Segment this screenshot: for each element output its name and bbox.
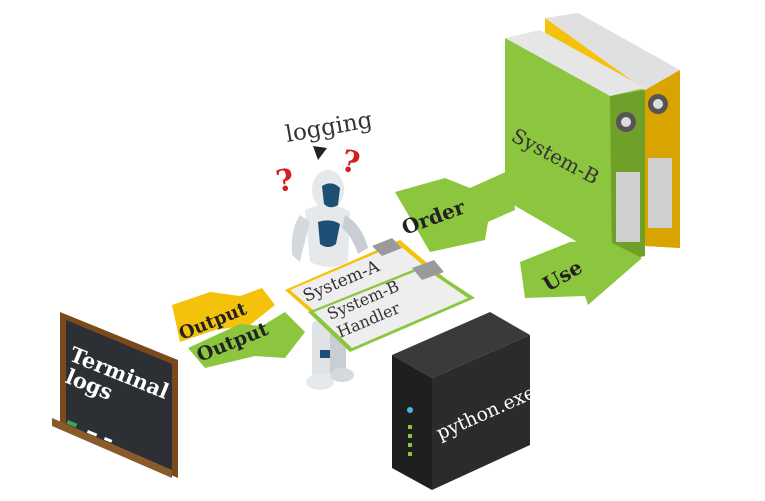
robot-chest xyxy=(318,220,340,247)
yellow-binder-top xyxy=(545,13,680,90)
question-mark-right: ? xyxy=(338,144,362,182)
use-arrow: Use xyxy=(520,236,642,305)
chalk-piece xyxy=(103,436,113,443)
order-arrow: Order xyxy=(395,170,515,252)
robot-arm-left xyxy=(291,215,310,262)
eraser xyxy=(66,420,78,428)
use-arrow-shape xyxy=(520,236,642,305)
output-arrow-front-shape xyxy=(188,312,305,368)
output-arrows: Output Output xyxy=(172,288,305,368)
question-mark-left: ? xyxy=(273,162,296,200)
green-binder-label xyxy=(616,172,640,242)
robot-foot-right xyxy=(330,368,354,382)
power-led-icon xyxy=(407,407,413,413)
server-side xyxy=(432,335,530,490)
blackboard-ledge xyxy=(52,418,172,478)
robot-face xyxy=(322,183,340,208)
blackboard: Terminal logs xyxy=(52,312,178,478)
logging-caption: logging xyxy=(284,107,375,148)
output-arrow-back-shape xyxy=(172,288,275,342)
clipboard-a-clip xyxy=(372,238,402,256)
order-arrow-shape xyxy=(395,170,515,252)
server-tower: python.exe xyxy=(392,312,539,490)
robot xyxy=(291,170,368,390)
robot-leg-left xyxy=(312,320,330,378)
green-binder-top xyxy=(505,30,645,96)
caret-down-icon xyxy=(313,146,327,160)
yellow-binder-label xyxy=(648,158,672,228)
robot-foot-left xyxy=(306,374,334,390)
robot-arm-right xyxy=(342,215,368,254)
server-top xyxy=(392,312,530,378)
system-b-binders: System-B xyxy=(505,13,680,262)
chalk-piece xyxy=(86,429,98,437)
clipboard-b-clip xyxy=(412,260,444,280)
server-front xyxy=(392,355,432,490)
